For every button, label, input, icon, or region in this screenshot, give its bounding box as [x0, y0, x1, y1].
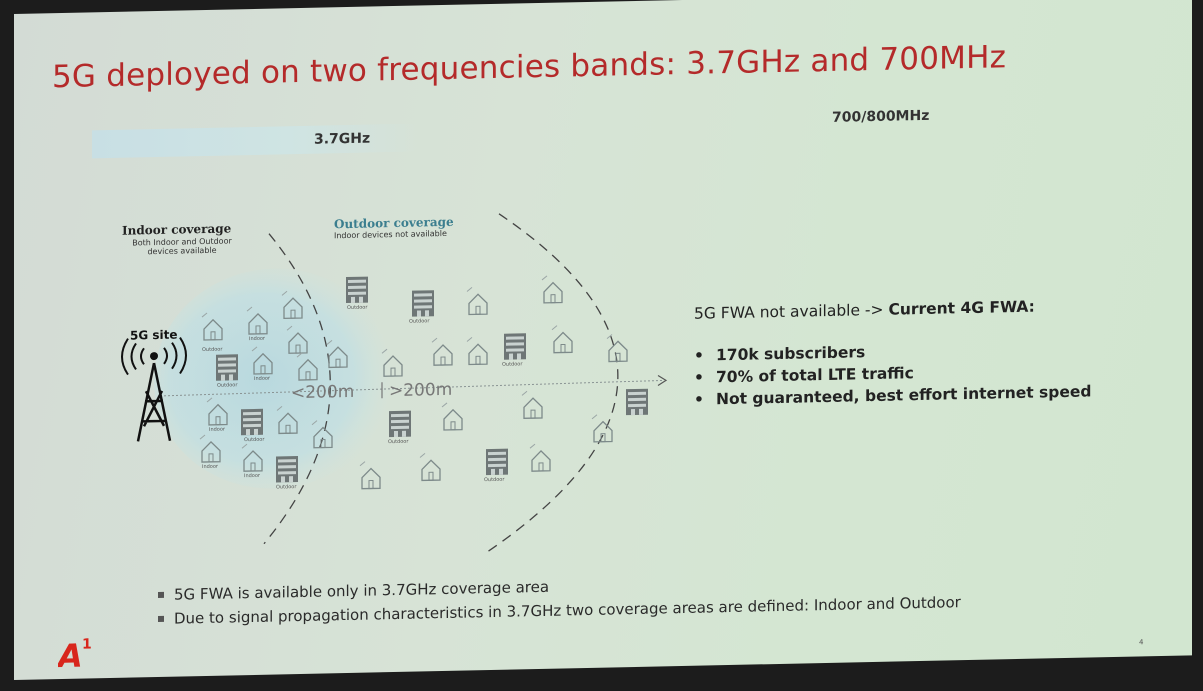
slide-title: 5G deployed on two frequencies bands: 3.… [52, 39, 1007, 96]
5g-site-label: 5G site [130, 327, 178, 343]
building-icon [626, 388, 648, 416]
house-label: Outdoor [347, 305, 368, 311]
house-label: Outdoor [502, 361, 523, 367]
indoor-boundary [263, 233, 331, 545]
fwa-bullet-list: 170k subscribers 70% of total LTE traffi… [694, 335, 1164, 411]
fwa-status-bold: Current 4G FWA: [888, 297, 1035, 319]
house-label: Indoor [244, 473, 261, 479]
a1-logo: A 1 [58, 636, 92, 672]
indoor-distance-label: <200m [291, 381, 355, 404]
house-icon [441, 401, 463, 431]
building-icon [241, 408, 263, 436]
house-icon [606, 333, 628, 363]
indoor-coverage-title: Indoor coverage [122, 221, 232, 238]
house-label: Outdoor [484, 477, 505, 483]
house-icon [551, 324, 573, 354]
house-label: Indoor [249, 336, 266, 342]
house-label: Outdoor [244, 437, 265, 443]
page-number: 4 [1139, 638, 1144, 647]
fwa-status-line: 5G FWA not available -> Current 4G FWA: [694, 295, 1164, 323]
building-icon [486, 448, 508, 476]
house-icon [529, 443, 551, 472]
building-icon [504, 333, 526, 360]
house-label: Indoor [202, 464, 219, 470]
band-label-3-7ghz: 3.7GHz [314, 130, 371, 148]
indoor-coverage-subtitle: Both Indoor and Outdoor devices availabl… [132, 236, 232, 257]
house-icon [419, 452, 441, 482]
house-label: Outdoor [409, 318, 430, 324]
house-icon [466, 336, 488, 366]
house-label: Indoor [254, 376, 271, 382]
footer-bullet-list: 5G FWA is available only in 3.7GHz cover… [156, 566, 961, 631]
building-icon [412, 290, 434, 317]
outdoor-boundary [483, 213, 619, 555]
house-label: Outdoor [217, 382, 238, 388]
building-icon [389, 410, 411, 438]
coverage-diagram: Outdoor Outdoor Outdoor Outdoor Outdoor … [121, 213, 668, 555]
house-label: Outdoor [276, 484, 297, 490]
house-icon [466, 286, 488, 316]
building-icon [276, 456, 298, 483]
slide: 5G deployed on two frequencies bands: 3.… [14, 0, 1192, 681]
logo-superscript: 1 [82, 636, 92, 652]
indoor-coverage-zone [154, 268, 394, 489]
house-label: Outdoor [202, 347, 223, 353]
outdoor-distance-label: >200m [389, 379, 453, 402]
band-highlight-bar [92, 123, 422, 159]
antenna-tower-icon [121, 336, 187, 442]
house-icon [521, 390, 543, 420]
logo-letter: A [58, 637, 83, 672]
house-icon [431, 337, 453, 366]
building-icon [216, 354, 238, 381]
house-label: Indoor [209, 427, 226, 433]
house-icon [359, 460, 381, 490]
house-label: Outdoor [388, 439, 409, 445]
building-icon [346, 276, 368, 304]
fwa-status-prefix: 5G FWA not available -> [694, 300, 889, 323]
fwa-info-panel: 5G FWA not available -> Current 4G FWA: … [694, 295, 1164, 411]
band-label-700-800mhz: 700/800MHz [832, 107, 930, 126]
house-icon [541, 274, 563, 304]
